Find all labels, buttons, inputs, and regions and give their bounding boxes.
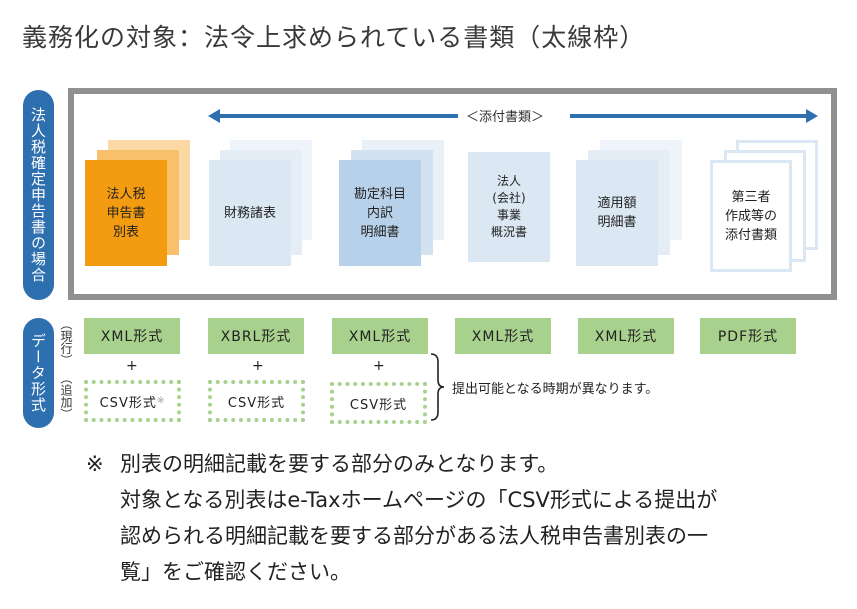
arrow-line-right (570, 114, 808, 118)
side-label-data-format-text: データ形式 (29, 333, 47, 413)
doc-business-overview (468, 152, 550, 262)
format-pdf: PDF形式 (700, 318, 796, 354)
format-csv-2-label: CSV形式 (227, 395, 286, 411)
plus-sign: + (373, 358, 385, 374)
format-csv-1: CSV形式※ (84, 380, 181, 422)
doc-financial-statements-label: 財務諸表 (223, 205, 276, 221)
note-line-4: 覧」をご確認ください。 (120, 560, 351, 584)
format-xml-4: XML形式 (578, 318, 674, 354)
doc-corporate-tax-table (85, 160, 167, 266)
arrow-right-icon (806, 109, 818, 123)
note-line-2: 対象となる別表はe-Taxホームページの「CSV形式による提出が (120, 488, 718, 512)
note-line-3: 認められる明細記載を要する部分がある法人税申告書別表の一 (120, 524, 708, 548)
label-current: （現行） (59, 318, 73, 366)
side-label-tax-return-text: 法人税確定申告書の場合 (29, 107, 47, 283)
format-csv-1-label: CSV形式 (99, 395, 157, 411)
format-xbrl: XBRL形式 (208, 318, 304, 354)
arrow-left-icon (208, 109, 220, 123)
plus-sign: + (126, 358, 138, 374)
format-xml-1: XML形式 (84, 318, 180, 354)
format-csv-2: CSV形式 (208, 380, 305, 422)
doc-corporate-tax-table-label: 法人税 申告書 別表 (106, 186, 146, 240)
note-mark: ※ (86, 452, 104, 476)
doc-application-amount (576, 160, 658, 266)
plus-sign: + (252, 358, 264, 374)
attachments-label: ＜添付書類＞ (466, 110, 545, 125)
brace-icon (430, 353, 445, 421)
note-line-1: 別表の明細記載を要する部分のみとなります。 (120, 452, 559, 476)
brace-note: 提出可能となる時期が異なります。 (452, 382, 659, 397)
format-xml-3: XML形式 (455, 318, 551, 354)
side-label-tax-return: 法人税確定申告書の場合 (23, 90, 54, 300)
mandatory-documents-frame (68, 88, 837, 300)
doc-third-party-label: 第三者 作成等の 添付書類 (724, 189, 777, 243)
doc-application-amount-label: 適用額 明細書 (597, 196, 637, 230)
csv-note-mark: ※ (156, 396, 166, 406)
doc-third-party (710, 160, 792, 272)
doc-account-details-label: 勘定科目 内訳 明細書 (353, 186, 406, 240)
doc-account-details (339, 160, 421, 266)
arrow-line-left (218, 114, 458, 118)
doc-financial-statements (209, 160, 291, 266)
label-added: （追加） (59, 372, 73, 420)
format-csv-3-label: CSV形式 (349, 397, 408, 413)
doc-business-overview-label: 法人 (会社) 事業 概況書 (490, 174, 527, 239)
side-label-data-format: データ形式 (23, 318, 54, 428)
format-xml-2: XML形式 (332, 318, 428, 354)
format-csv-3: CSV形式 (330, 382, 427, 424)
page-title: 義務化の対象：法令上求められている書類（太線枠） (22, 23, 646, 52)
